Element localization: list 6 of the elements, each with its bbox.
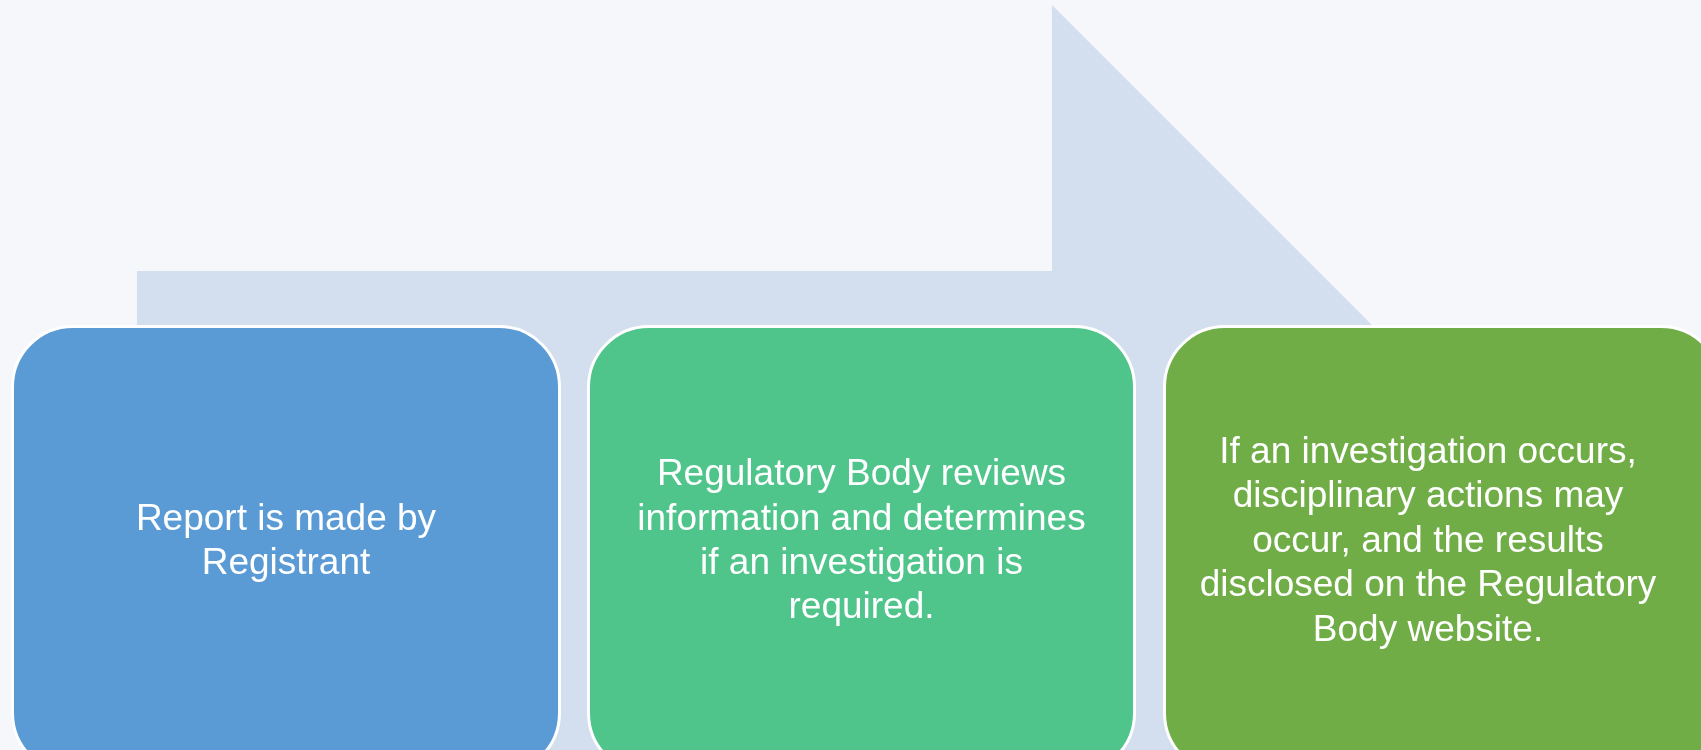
process-box	[11, 325, 561, 750]
process-box	[1163, 325, 1701, 750]
process-box	[587, 325, 1136, 750]
step-text: If an investigation occurs, disciplinary actions may occur, and the results disclosed on the Regulatory Body website.	[1198, 429, 1658, 651]
step-text: Regulatory Body reviews information and determines if an investigation is required.	[636, 451, 1087, 629]
step-text: Report is made by Registrant	[134, 495, 438, 584]
